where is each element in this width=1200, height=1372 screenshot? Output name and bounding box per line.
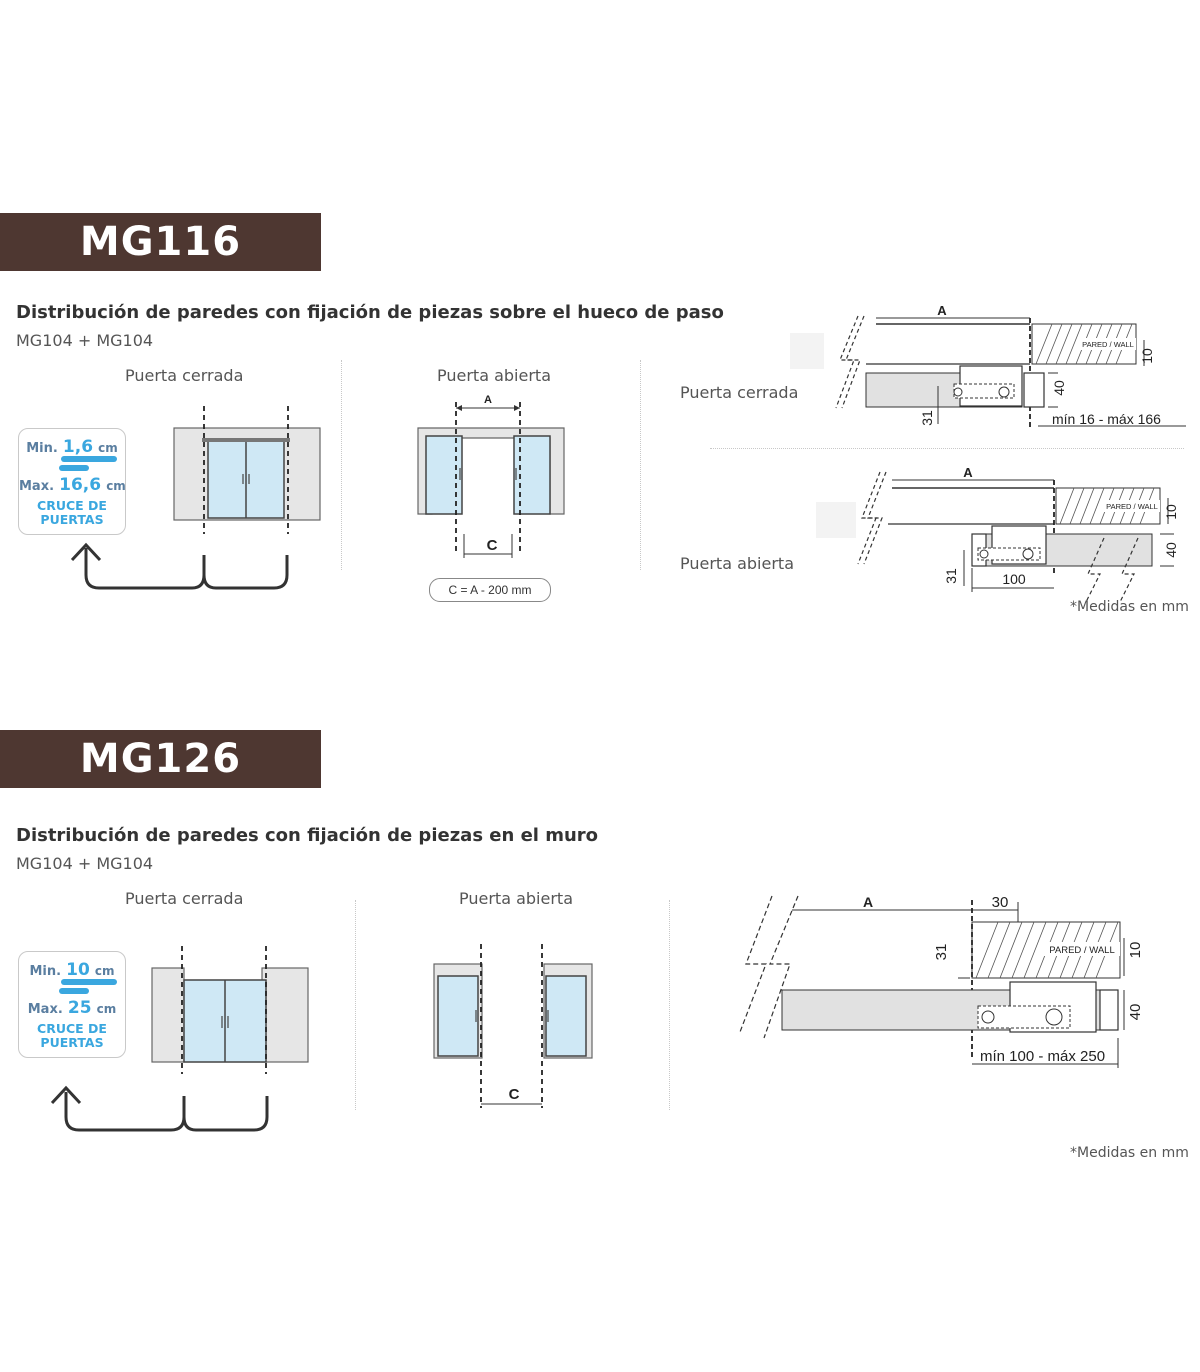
min-key: Min. (29, 964, 62, 979)
closed-door-label: Puerta cerrada (125, 889, 244, 908)
max-key: Max. (19, 479, 55, 494)
dim-30: 30 (992, 894, 1009, 911)
closed-door-elevation (173, 406, 321, 534)
range-bar (59, 465, 89, 471)
min-value: 10 (66, 960, 90, 980)
min-unit: cm (94, 964, 115, 978)
door-crossing-card: Min. 10 cm Max. 25 cm CRUCE DE PUERTAS (18, 951, 126, 1058)
divider (640, 360, 641, 570)
dim-31: 31 (933, 944, 950, 961)
dim-31: 31 (919, 410, 935, 426)
section-heading: Distribución de paredes con fijación de … (16, 825, 599, 846)
model-banner-mg116: MG116 (0, 213, 321, 271)
max-value: 25 (67, 998, 92, 1018)
open-door-elevation: C (433, 944, 593, 1108)
dim-range: mín 100 - máx 250 (980, 1048, 1105, 1065)
open-door-label: Puerta abierta (459, 889, 573, 908)
dim-100: 100 (1002, 571, 1026, 587)
open-door-elevation: A C (417, 394, 565, 558)
dim-c-label: C (487, 537, 498, 554)
max-unit: cm (106, 479, 126, 493)
closed-door-label: Puerta cerrada (125, 366, 244, 385)
dim-a-label: A (963, 465, 973, 480)
cruce-line-2: PUERTAS (40, 512, 104, 527)
dim-a-label: A (937, 303, 947, 318)
formula-text: C = A - 200 mm (448, 583, 532, 597)
plan-open-diagram: A PARED / WALL 10 40 31 100 (857, 465, 1179, 603)
max-key: Max. (27, 1002, 63, 1017)
wall-label: PARED / WALL (1106, 502, 1158, 511)
dim-40: 40 (1051, 380, 1067, 396)
range-bar (61, 456, 117, 462)
cruce-line-1: CRUCE DE (37, 1021, 107, 1036)
divider (669, 900, 670, 1110)
min-value: 1,6 (62, 437, 94, 457)
blank-swatch (816, 502, 856, 538)
plan-closed-diagram: A PARED / WALL 10 40 31 mín 16 - máx 166 (835, 303, 1186, 428)
section-subheading: MG104 + MG104 (16, 854, 154, 873)
section-subheading: MG104 + MG104 (16, 331, 154, 350)
dim-10: 10 (1127, 942, 1144, 959)
closed-door-elevation (151, 946, 309, 1074)
dim-a-label: A (863, 894, 873, 910)
model-title: MG126 (79, 736, 242, 782)
min-unit: cm (98, 441, 118, 455)
range-bar (59, 988, 89, 994)
cruce-line-2: PUERTAS (40, 1035, 104, 1050)
formula-pill: C = A - 200 mm (429, 578, 551, 602)
dim-40: 40 (1127, 1004, 1144, 1021)
cruce-line-1: CRUCE DE (37, 498, 107, 513)
dim-31: 31 (943, 568, 959, 584)
max-unit: cm (96, 1002, 117, 1016)
blank-swatch (790, 333, 824, 369)
plan-closed-label: Puerta cerrada (680, 383, 799, 402)
min-key: Min. (26, 441, 58, 456)
door-crossing-card: Min. 1,6 cm Max. 16,6 cm CRUCE DE PUERTA… (18, 428, 126, 535)
dim-10: 10 (1163, 504, 1179, 520)
plan-open-label: Puerta abierta (680, 554, 794, 573)
model-banner-mg126: MG126 (0, 730, 321, 788)
wall-label: PARED / WALL (1082, 340, 1134, 349)
max-value: 16,6 (59, 475, 102, 495)
units-note: *Medidas en mm (1070, 599, 1189, 615)
section-heading: Distribución de paredes con fijación de … (16, 302, 724, 323)
open-door-label: Puerta abierta (437, 366, 551, 385)
dim-a-label: A (484, 394, 492, 406)
range-bar (61, 979, 117, 985)
dim-10: 10 (1139, 348, 1155, 364)
wall-label: PARED / WALL (1049, 945, 1114, 956)
dim-c-label: C (509, 1086, 520, 1103)
dim-40: 40 (1163, 542, 1179, 558)
divider (341, 360, 342, 570)
model-title: MG116 (79, 219, 242, 265)
dim-range: mín 16 - máx 166 (1052, 411, 1161, 427)
divider (355, 900, 356, 1110)
plan-diagram: A 30 PARED / WALL 31 10 40 mín 100 - máx… (739, 894, 1144, 1068)
divider (710, 448, 1184, 449)
units-note: *Medidas en mm (1070, 1145, 1189, 1161)
